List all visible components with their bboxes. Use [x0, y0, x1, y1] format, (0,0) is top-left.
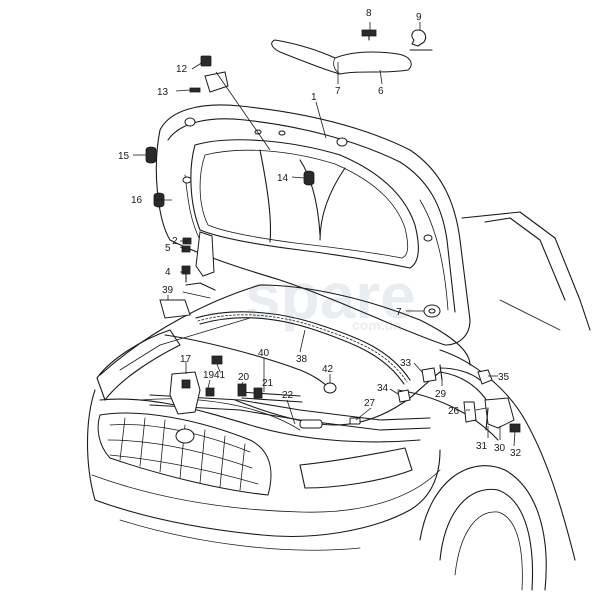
callout-8: 8 — [366, 8, 372, 19]
callout-7-top: 7 — [335, 86, 341, 97]
callout-4: 4 — [165, 267, 171, 278]
callout-42: 42 — [322, 364, 334, 375]
callout-5: 5 — [165, 243, 171, 254]
callout-41: 41 — [214, 370, 226, 381]
callout-38: 38 — [296, 354, 308, 365]
callout-17: 17 — [180, 354, 192, 365]
callout-26: 26 — [448, 406, 460, 417]
trim-strip — [271, 39, 412, 75]
callout-9: 9 — [416, 12, 422, 23]
fasteners — [145, 29, 521, 433]
callout-31: 31 — [476, 441, 488, 452]
callout-16: 16 — [131, 195, 143, 206]
callout-labels: 1 2 4 5 6 7 7 8 9 12 13 14 15 16 17 19 2… — [118, 8, 522, 459]
callout-21: 21 — [262, 378, 274, 389]
callout-29: 29 — [435, 389, 447, 400]
leader-lines — [133, 22, 516, 447]
watermark-subtext: com.ua — [352, 317, 401, 333]
callout-13: 13 — [157, 87, 169, 98]
callout-14: 14 — [277, 173, 289, 184]
callout-40: 40 — [258, 348, 270, 359]
callout-15: 15 — [118, 151, 130, 162]
callout-12: 12 — [176, 64, 188, 75]
callout-30: 30 — [494, 443, 506, 454]
callout-33: 33 — [400, 358, 412, 369]
callout-35: 35 — [498, 372, 510, 383]
callout-1: 1 — [311, 92, 317, 103]
callout-34: 34 — [377, 383, 389, 394]
callout-19: 19 — [203, 370, 215, 381]
seal-strip — [195, 311, 411, 381]
callout-20: 20 — [238, 372, 250, 383]
release-cable-upper — [164, 334, 331, 389]
callout-32: 32 — [510, 448, 522, 459]
callout-6: 6 — [378, 86, 384, 97]
callout-22: 22 — [282, 390, 294, 401]
car-body — [87, 211, 591, 591]
callout-27: 27 — [364, 398, 376, 409]
callout-39: 39 — [162, 285, 174, 296]
callout-7-right: 7 — [396, 307, 402, 318]
callout-2: 2 — [172, 236, 178, 247]
bonnet — [155, 104, 471, 346]
